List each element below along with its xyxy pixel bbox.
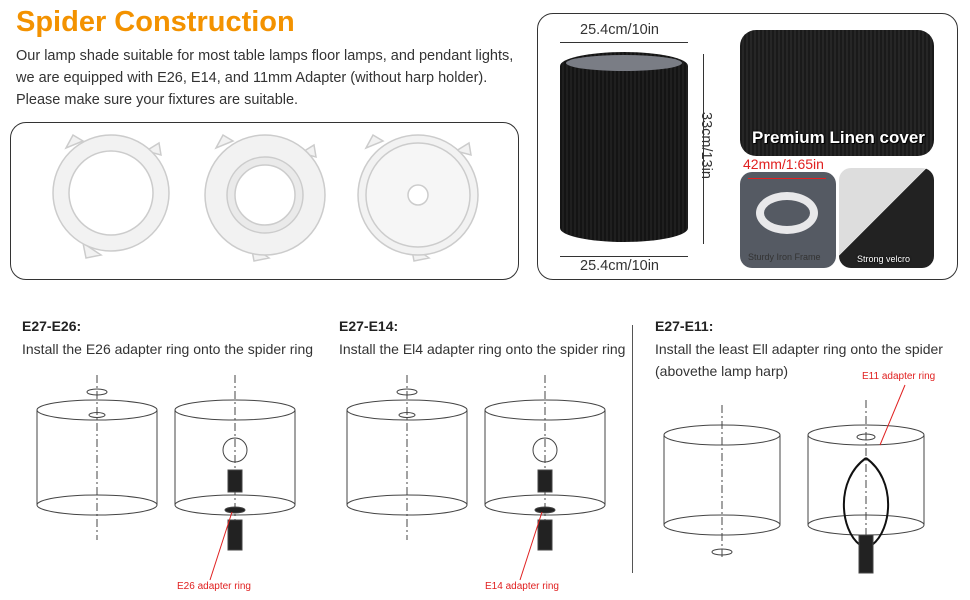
adapter-rings-image (52, 133, 479, 262)
intro-line: we are equipped with E26, E14, and 11mm … (16, 70, 488, 86)
iron-frame-label: Sturdy Iron Frame (748, 252, 821, 262)
shade-diagram (36, 375, 158, 540)
step-e11: E27-E11: Install the least Ell adapter r… (655, 318, 943, 382)
step-description: Install the E26 adapter ring onto the sp… (22, 341, 314, 357)
top-width-label: 25.4cm/10in (580, 22, 659, 38)
shade-diagram (346, 375, 468, 540)
page-title: Spider Construction (16, 6, 295, 38)
intro-line: Our lamp shade suitable for most table l… (16, 48, 514, 64)
divider (632, 325, 633, 573)
velcro-image: Strong velcro (839, 168, 934, 268)
linen-cover-image: Premium Linen cover (740, 30, 934, 156)
adapter-rings-panel (10, 122, 519, 280)
shade-with-lamp-diagram (174, 375, 296, 551)
e14-adapter-label: E14 adapter ring (485, 581, 559, 592)
step-description: (abovethe lamp harp) (655, 363, 789, 379)
height-label: 33cm/13in (698, 112, 714, 179)
shade-diagram (663, 405, 781, 560)
height-line (703, 54, 704, 244)
top-width-line (560, 42, 688, 43)
step-description: Install the least Ell adapter ring onto … (655, 341, 943, 357)
bottom-width-label: 25.4cm/10in (580, 258, 659, 274)
e26-adapter-label: E26 adapter ring (177, 581, 251, 592)
step-heading: E27-E26: (22, 318, 82, 334)
e11-adapter-label: E11 adapter ring (862, 371, 936, 382)
velcro-label: Strong velcro (857, 254, 911, 264)
step-heading: E27-E11: (655, 318, 714, 334)
installation-diagrams (36, 375, 925, 581)
ring-size-line (748, 178, 826, 179)
intro-text: Our lamp shade suitable for most table l… (16, 45, 513, 111)
step-e26: E27-E26: Install the E26 adapter ring on… (22, 318, 313, 360)
step-description: Install the El4 adapter ring onto the sp… (339, 341, 626, 357)
product-panel (537, 13, 958, 280)
step-e14: E27-E14: Install the El4 adapter ring on… (339, 318, 625, 360)
shade-with-lamp-diagram (484, 375, 606, 551)
ring-size-label: 42mm/1:65in (743, 156, 824, 172)
intro-line: Please make sure your fixtures are suita… (16, 92, 299, 108)
linen-cover-label: Premium Linen cover (752, 128, 925, 147)
ring-image (756, 192, 818, 234)
iron-frame-image: Sturdy Iron Frame (740, 172, 836, 268)
lampshade-image (560, 52, 688, 242)
step-heading: E27-E14: (339, 318, 399, 334)
shade-with-harp-diagram (807, 400, 925, 575)
bottom-width-line (560, 256, 688, 257)
